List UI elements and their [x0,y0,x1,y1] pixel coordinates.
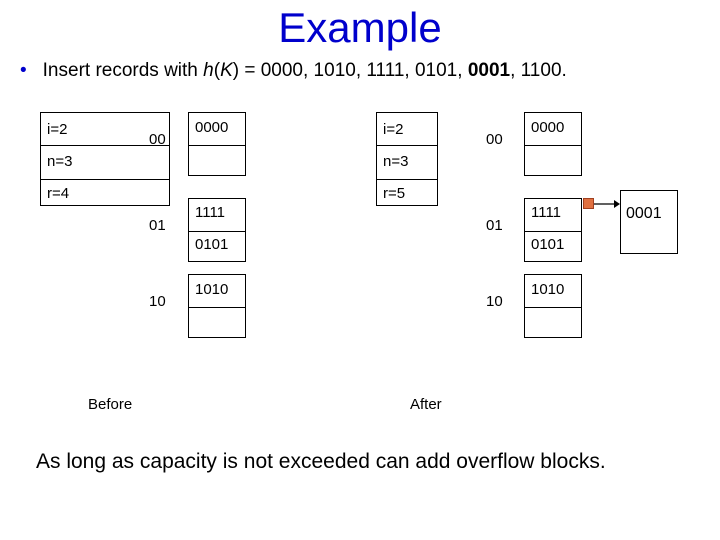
overflow-pointer-square [583,198,594,209]
after-param-i: i=2 [377,113,437,146]
footnote: As long as capacity is not exceeded can … [36,450,606,473]
after-param-r: r=5 [383,185,406,202]
after-bucket-10-rec-1: 1010 [531,281,565,298]
bullet-suffix: , 1100. [510,60,567,81]
before-param-n: n=3 [41,146,169,180]
before-bucket-00: 0000 [188,112,246,176]
after-label: After [410,396,442,413]
before-label: Before [88,396,133,413]
bullet-func: h [203,60,214,81]
after-bucket-key-00: 00 [486,131,503,148]
bullet-open: ( [213,60,221,81]
bullet-bold-key: 0001 [467,60,511,81]
before-bucket-01: 1111 0101 [188,198,246,262]
overflow-pointer-arrow [594,200,620,208]
before-bucket-01-rec-2: 0101 [195,236,229,253]
before-bucket-01-rec-1: 1111 [195,204,226,221]
before-param-i: i=2 [41,113,169,146]
after-bucket-01: 1111 0101 [524,198,582,262]
overflow-record: 0001 [626,205,662,222]
before-bucket-key-01: 01 [149,217,166,234]
after-bucket-00: 0000 [524,112,582,176]
before-bucket-10: 1010 [188,274,246,338]
after-param-table: i=2 n=3 r=5 [376,112,438,206]
after-bucket-01-rec-1: 1111 [531,204,562,221]
record-divider [189,145,245,146]
before-bucket-key-00: 00 [149,131,166,148]
before-param-r: r=4 [47,185,70,202]
after-bucket-10: 1010 [524,274,582,338]
before-param-table: i=2 n=3 r=4 [40,112,170,206]
bullet-keys: ) = 0000, 1010, 1111, 0101, [232,60,468,81]
bullet-var: K [220,60,233,81]
after-bucket-01-rec-2: 0101 [531,236,565,253]
overflow-block: 0001 [620,190,678,254]
record-divider [525,231,581,232]
after-bucket-key-10: 10 [486,293,503,310]
record-divider [189,307,245,308]
before-bucket-00-rec-1: 0000 [195,119,229,136]
before-bucket-10-rec-1: 1010 [195,281,229,298]
bullet-dot: • [20,60,27,81]
bullet-prefix: Insert records with [42,60,204,81]
before-bucket-key-10: 10 [149,293,166,310]
record-divider [525,307,581,308]
after-param-n: n=3 [377,146,437,180]
bullet-line: • Insert records with h(K) = 0000, 1010, … [20,60,567,82]
slide-title: Example [278,4,442,51]
after-bucket-key-01: 01 [486,217,503,234]
after-bucket-00-rec-1: 0000 [531,119,565,136]
record-divider [525,145,581,146]
record-divider [189,231,245,232]
